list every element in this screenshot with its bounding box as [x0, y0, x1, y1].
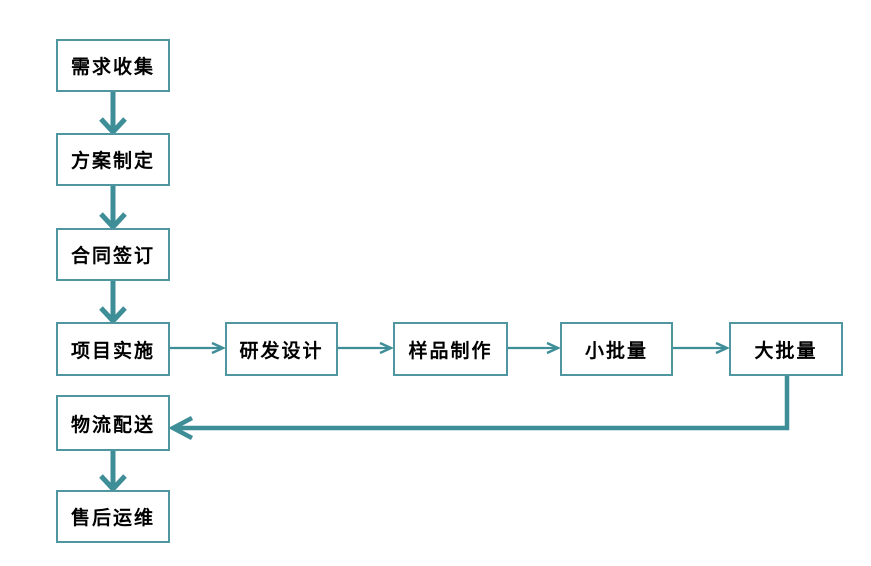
arrow-implementation-to-rnd — [170, 341, 226, 355]
arrow-smallbatch-to-largebatch — [673, 341, 730, 355]
node-small-batch: 小批量 — [560, 322, 673, 376]
node-large-batch: 大批量 — [729, 322, 843, 376]
node-requirements: 需求收集 — [56, 39, 170, 92]
node-contract: 合同签订 — [56, 228, 170, 281]
arrow-logistics-to-aftersales — [99, 451, 127, 493]
node-after-sales: 售后运维 — [56, 490, 170, 543]
node-rnd-design: 研发设计 — [225, 322, 338, 376]
node-plan: 方案制定 — [56, 133, 170, 186]
arrow-requirements-to-plan — [99, 92, 127, 136]
node-sample-making: 样品制作 — [393, 322, 508, 376]
arrow-plan-to-contract — [99, 186, 127, 231]
arrow-rnd-to-sample — [338, 341, 394, 355]
arrow-largebatch-to-logistics — [168, 376, 790, 440]
node-logistics: 物流配送 — [56, 395, 170, 451]
node-implementation: 项目实施 — [56, 322, 170, 376]
arrow-sample-to-smallbatch — [508, 341, 561, 355]
arrow-contract-to-implementation — [99, 281, 127, 325]
